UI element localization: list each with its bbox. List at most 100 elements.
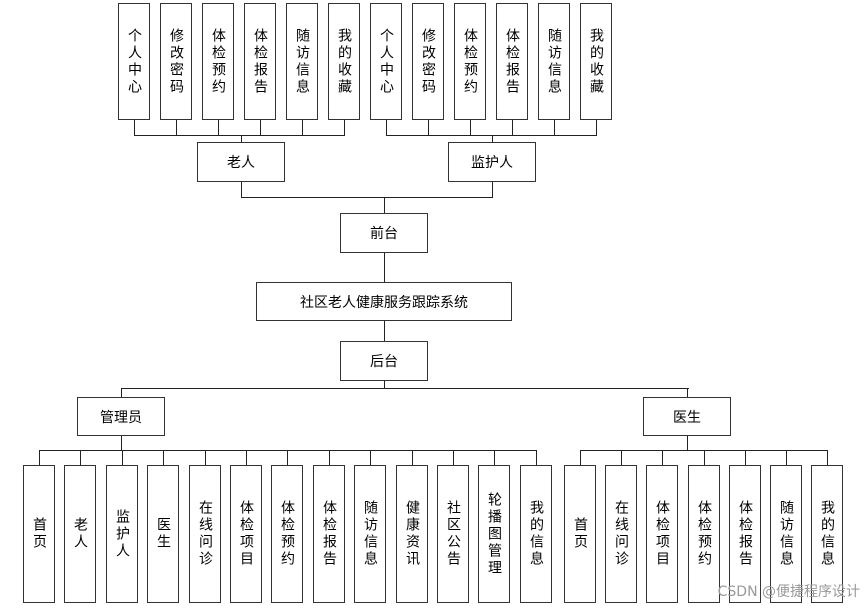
connector-line [121, 436, 122, 450]
connector-line [205, 450, 206, 465]
connector-line [241, 182, 242, 197]
back-function-item: 首页 [564, 465, 596, 603]
connector-line [596, 120, 597, 135]
connector-line [39, 450, 537, 451]
connector-line [687, 436, 688, 450]
connector-line [384, 253, 385, 282]
connector-line [241, 197, 493, 198]
connector-line [386, 135, 597, 136]
connector-line [260, 120, 261, 135]
role-elderly: 老人 [197, 142, 285, 182]
leaf-label: 健康资讯 [404, 500, 420, 568]
back-function-item: 体检预约 [688, 465, 720, 603]
leaf-label: 首页 [31, 517, 47, 551]
leaf-label: 随访信息 [546, 27, 562, 96]
back-function-item: 在线问诊 [189, 465, 221, 603]
connector-line [384, 197, 385, 213]
back-node: 后台 [340, 341, 428, 381]
connector-line [745, 450, 746, 465]
leaf-label: 体检预约 [279, 500, 295, 568]
front-function-item: 随访信息 [286, 3, 318, 120]
connector-line [122, 450, 123, 465]
leaf-label: 我的信息 [819, 500, 835, 568]
connector-line [121, 388, 689, 389]
back-function-item: 体检报告 [729, 465, 761, 603]
back-function-item: 我的信息 [520, 465, 552, 603]
connector-line [554, 120, 555, 135]
connector-line [621, 450, 622, 465]
connector-line [536, 450, 537, 465]
back-function-item: 体检项目 [646, 465, 678, 603]
connector-line [453, 450, 454, 465]
connector-line [494, 450, 495, 465]
connector-line [384, 321, 385, 341]
connector-line [827, 450, 828, 465]
leaf-label: 个人中心 [378, 27, 394, 96]
back-function-item: 我的信息 [811, 465, 843, 603]
connector-line [370, 450, 371, 465]
leaf-label: 在线问诊 [613, 500, 629, 568]
connector-line [512, 120, 513, 135]
back-function-item: 体检预约 [271, 465, 303, 603]
role-admin: 管理员 [77, 397, 165, 436]
connector-line [176, 120, 177, 135]
leaf-label: 老人 [72, 517, 88, 551]
connector-line [218, 120, 219, 135]
connector-line [470, 120, 471, 135]
front-function-item: 体检预约 [454, 3, 486, 120]
leaf-label: 首页 [572, 517, 588, 551]
connector-line [39, 450, 40, 465]
leaf-label: 我的收藏 [588, 27, 604, 96]
connector-line [80, 450, 81, 465]
connector-line [492, 182, 493, 197]
connector-line [662, 450, 663, 465]
leaf-label: 随访信息 [362, 500, 378, 568]
front-function-item: 我的收藏 [580, 3, 612, 120]
leaf-label: 医生 [155, 517, 171, 551]
front-function-item: 修改密码 [412, 3, 444, 120]
back-function-item: 老人 [64, 465, 96, 603]
connector-line [492, 135, 493, 142]
back-function-item: 体检报告 [313, 465, 345, 603]
leaf-label: 我的信息 [528, 500, 544, 568]
front-function-item: 随访信息 [538, 3, 570, 120]
back-function-item: 体检项目 [230, 465, 262, 603]
root-node: 社区老人健康服务跟踪系统 [256, 282, 512, 321]
leaf-label: 体检报告 [504, 27, 520, 96]
connector-line [241, 135, 242, 142]
connector-line [134, 120, 135, 135]
connector-line [134, 135, 345, 136]
connector-line [163, 450, 164, 465]
leaf-label: 体检预约 [462, 27, 478, 96]
back-function-item: 监护人 [106, 465, 138, 603]
connector-line [412, 450, 413, 465]
leaf-label: 体检报告 [321, 500, 337, 568]
front-function-item: 个人中心 [370, 3, 402, 120]
connector-line [580, 450, 581, 465]
back-function-item: 健康资讯 [396, 465, 428, 603]
leaf-label: 轮播图管理 [486, 491, 502, 577]
leaf-label: 我的收藏 [336, 27, 352, 96]
leaf-label: 随访信息 [778, 500, 794, 568]
leaf-label: 修改密码 [420, 27, 436, 96]
connector-line [428, 120, 429, 135]
role-doctor: 医生 [643, 397, 731, 436]
back-function-item: 在线问诊 [605, 465, 637, 603]
connector-line [704, 450, 705, 465]
front-node: 前台 [340, 213, 428, 253]
leaf-label: 体检报告 [252, 27, 268, 96]
leaf-label: 随访信息 [294, 27, 310, 96]
leaf-label: 体检预约 [696, 500, 712, 568]
connector-line [687, 388, 688, 397]
back-function-item: 随访信息 [354, 465, 386, 603]
watermark: CSDN @便捷程序设计 [717, 584, 860, 600]
front-function-item: 个人中心 [118, 3, 150, 120]
leaf-label: 体检报告 [737, 500, 753, 568]
back-function-item: 社区公告 [437, 465, 469, 603]
connector-line [121, 388, 122, 397]
connector-line [344, 120, 345, 135]
connector-line [384, 381, 385, 389]
leaf-label: 体检预约 [210, 27, 226, 96]
front-function-item: 体检报告 [244, 3, 276, 120]
